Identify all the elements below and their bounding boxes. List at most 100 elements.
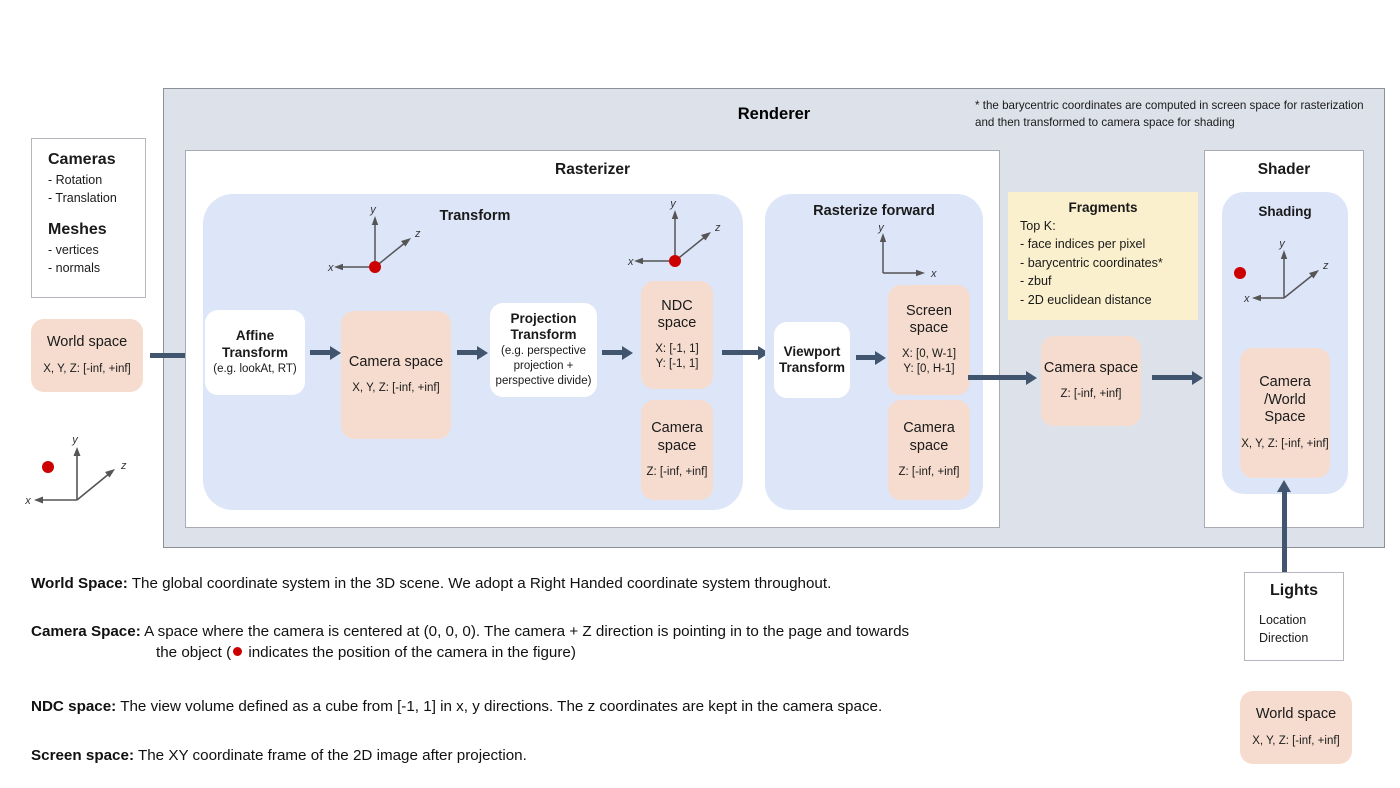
fragments-panel: Fragments Top K: - face indices per pixe… (1008, 192, 1198, 320)
meshes-item-vertices: - vertices (48, 243, 99, 258)
ndc-camera-space-range: Z: [-inf, +inf] (646, 465, 708, 478)
camera-dot-icon (233, 646, 243, 656)
svg-text:x: x (327, 262, 334, 274)
shading-title: Shading (1258, 204, 1312, 219)
viewport-transform-title: Viewport Transform (778, 343, 846, 375)
svg-text:y: y (369, 204, 377, 216)
legend-camera-space-mid: the object ( (156, 643, 232, 661)
rasterize-forward-title: Rasterize forward (813, 203, 935, 219)
arrow-affine-to-camera (310, 345, 341, 360)
camera-world-space-title: Camera /World Space (1259, 374, 1311, 426)
cameras-item-translation: - Translation (48, 191, 117, 206)
cameras-item-rotation: - Rotation (48, 173, 103, 187)
axis-gizmo-screen: y x (877, 225, 937, 280)
screen-camera-space-range: Z: [-inf, +inf] (898, 465, 960, 478)
fragments-item-barycentric: - barycentric coordinates* (1020, 255, 1163, 270)
arrow-viewport-to-screen (856, 350, 886, 365)
legend-ndc-space-text: The view volume defined as a cube from [… (116, 698, 883, 715)
ndc-space-title: NDC space (657, 297, 697, 332)
node-camera-space-fragments: Camera space Z: [-inf, +inf] (1041, 336, 1141, 426)
screen-space-range-x: X: [0, W-1] (901, 348, 957, 361)
fragments-intro: Top K: (1020, 219, 1056, 233)
node-affine-transform: Affine Transform (e.g. lookAt, RT) (205, 310, 305, 395)
ndc-camera-space-title: Camera space (651, 420, 703, 454)
node-camera-world-space: Camera /World Space X, Y, Z: [-inf, +inf… (1240, 348, 1330, 478)
lights-panel: Lights Location Direction (1244, 572, 1344, 661)
fragments-camera-space-title: Camera space (1043, 359, 1139, 376)
inputs-panel: Cameras - Rotation - Translation Meshes … (31, 138, 146, 298)
node-ndc-space: NDC space X: [-1, 1] Y: [-1, 1] (641, 281, 713, 389)
fragments-item-zbuf: - zbuf (1020, 274, 1052, 289)
lights-world-space-title: World space (1255, 706, 1337, 723)
legend-screen-space: Screen space: The XY coordinate frame of… (31, 746, 1131, 767)
svg-text:x: x (24, 495, 31, 507)
transform-title: Transform (439, 208, 511, 224)
axis-gizmo-shading: y x z (1234, 238, 1329, 305)
svg-text:y: y (877, 225, 885, 234)
legend-ndc-space: NDC space: The view volume defined as a … (31, 697, 1131, 718)
svg-text:x: x (627, 256, 634, 268)
svg-text:z: z (414, 228, 421, 240)
cameras-heading: Cameras (48, 151, 116, 168)
screen-space-title: Screen space (906, 302, 952, 337)
shader-title: Shader (1257, 161, 1311, 178)
legend-screen-space-text: The XY coordinate frame of the 2D image … (134, 747, 527, 764)
axis-gizmo-ndc: y x z (627, 198, 721, 268)
legend-camera-space-text: A space where the camera is centered at … (140, 623, 910, 640)
legend-screen-space-term: Screen space: (31, 747, 134, 764)
ndc-space-range-y: Y: [-1, 1] (655, 358, 699, 371)
fragments-title: Fragments (1068, 200, 1138, 215)
node-world-space-input: World space X, Y, Z: [-inf, +inf] (31, 319, 143, 392)
screen-space-range-y: Y: [0, H-1] (903, 363, 955, 376)
arrow-rasterizer-to-fragments (968, 370, 1037, 385)
axis-gizmo-transform: y x z (327, 204, 421, 274)
arrow-camera-to-projection (457, 345, 488, 360)
fragments-item-face-indices: - face indices per pixel (1020, 237, 1146, 252)
camera-world-line3: Space (1264, 409, 1306, 426)
world-space-title: World space (46, 334, 128, 351)
svg-text:x: x (930, 268, 937, 280)
svg-text:z: z (714, 222, 721, 234)
world-space-range: X, Y, Z: [-inf, +inf] (43, 362, 131, 375)
affine-transform-title: Affine Transform (221, 328, 289, 360)
arrow-ndc-to-viewport (722, 345, 769, 360)
rasterizer-title: Rasterizer (555, 161, 630, 178)
legend-ndc-space-term: NDC space: (31, 698, 117, 715)
arrow-fragments-to-shader (1152, 370, 1203, 385)
svg-text:y: y (669, 198, 677, 210)
affine-transform-subtitle: (e.g. lookAt, RT) (213, 362, 297, 375)
legend-world-space: World Space: The global coordinate syste… (31, 574, 1131, 595)
projection-transform-subtitle: (e.g. perspective projection + perspecti… (495, 345, 592, 388)
svg-text:x: x (1243, 293, 1250, 305)
camera-world-line1: Camera (1259, 374, 1311, 391)
legend-camera-space-term: Camera Space: (31, 623, 141, 640)
arrow-projection-to-ndc (602, 345, 633, 360)
ndc-space-range-x: X: [-1, 1] (655, 343, 699, 356)
projection-transform-title: Projection Transform (510, 310, 577, 343)
legend-world-space-text: The global coordinate system in the 3D s… (127, 575, 832, 592)
camera-space-range: X, Y, Z: [-inf, +inf] (352, 382, 440, 395)
camera-dot-icon (1234, 267, 1246, 279)
camera-dot-icon (669, 255, 681, 267)
fragments-camera-space-range: Z: [-inf, +inf] (1060, 388, 1122, 401)
camera-world-line2: /World (1264, 391, 1306, 408)
svg-text:z: z (1322, 260, 1329, 272)
node-screen-space: Screen space X: [0, W-1] Y: [0, H-1] (888, 285, 970, 395)
lights-world-space-range: X, Y, Z: [-inf, +inf] (1252, 734, 1340, 747)
node-world-space-lights: World space X, Y, Z: [-inf, +inf] (1240, 691, 1352, 764)
lights-item-location: Location (1259, 613, 1307, 627)
renderer-footnote: * the barycentric coordinates are comput… (975, 99, 1364, 129)
lights-heading: Lights (1270, 582, 1318, 599)
arrow-lights-to-shading (1277, 480, 1291, 572)
legend-camera-space: Camera Space: A space where the camera i… (31, 622, 1131, 663)
camera-space-title: Camera space (348, 353, 444, 370)
legend-camera-space-after: indicates the position of the camera in … (244, 643, 576, 661)
legend-world-space-term: World Space: (31, 575, 128, 592)
node-camera-space-screen: Camera space Z: [-inf, +inf] (888, 400, 970, 500)
legend-camera-space-line2: the object ( indicates the position of t… (31, 643, 1131, 664)
meshes-heading: Meshes (48, 221, 107, 239)
camera-dot-icon (369, 261, 381, 273)
fragments-item-euclidean-distance: - 2D euclidean distance (1020, 292, 1152, 307)
renderer-title: Renderer (737, 105, 811, 123)
